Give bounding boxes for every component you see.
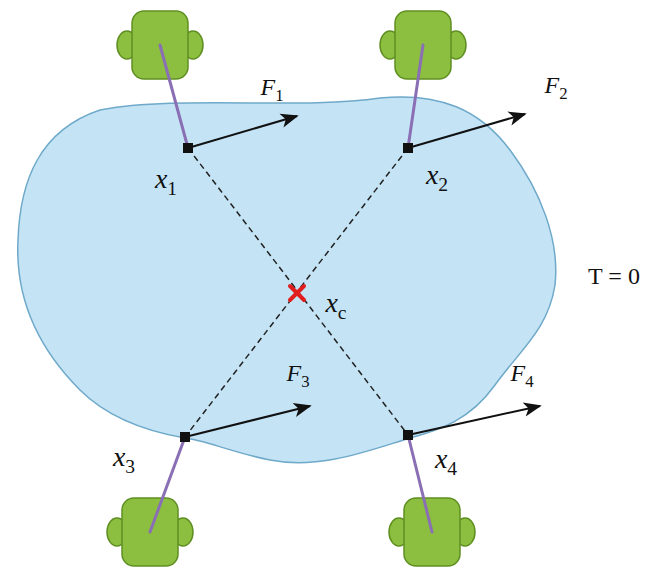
symbol-letter: x — [155, 163, 167, 194]
symbol-subscript: 3 — [125, 456, 135, 477]
symbol-letter: x — [435, 443, 447, 474]
symbol-letter: F — [286, 360, 301, 386]
symbol-letter: x — [113, 441, 125, 472]
symbol-label: F1 — [260, 75, 283, 105]
symbol-label: x3 — [113, 443, 135, 476]
symbol-label: F3 — [286, 361, 309, 391]
symbol-subscript: 4 — [525, 372, 533, 391]
symbol-subscript: 2 — [438, 174, 448, 195]
gripper-rods — [150, 45, 432, 532]
contact-points — [180, 143, 413, 442]
symbol-subscript: 3 — [301, 372, 309, 391]
symbol-label: x1 — [155, 165, 177, 198]
dashed-diagonals — [185, 148, 408, 437]
force-arrows — [185, 114, 540, 437]
symbol-subscript: 1 — [275, 86, 283, 105]
symbol-subscript: c — [338, 302, 347, 323]
center-mark — [290, 286, 304, 300]
state-label: T = 0 — [588, 264, 640, 288]
symbol-letter: F — [510, 360, 525, 386]
symbol-label: xc — [325, 289, 346, 322]
symbol-label: F4 — [510, 361, 533, 391]
symbol-label: F2 — [544, 73, 567, 103]
symbol-subscript: 2 — [559, 84, 567, 103]
symbol-letter: x — [426, 159, 438, 190]
symbol-label: x2 — [426, 161, 448, 194]
symbol-subscript: 1 — [167, 178, 177, 199]
symbol-letter: F — [260, 74, 275, 100]
symbol-letter: x — [325, 287, 337, 318]
object-blob — [18, 97, 556, 463]
symbol-letter: F — [544, 72, 559, 98]
symbol-subscript: 4 — [447, 458, 457, 479]
symbol-label: x4 — [435, 445, 457, 478]
